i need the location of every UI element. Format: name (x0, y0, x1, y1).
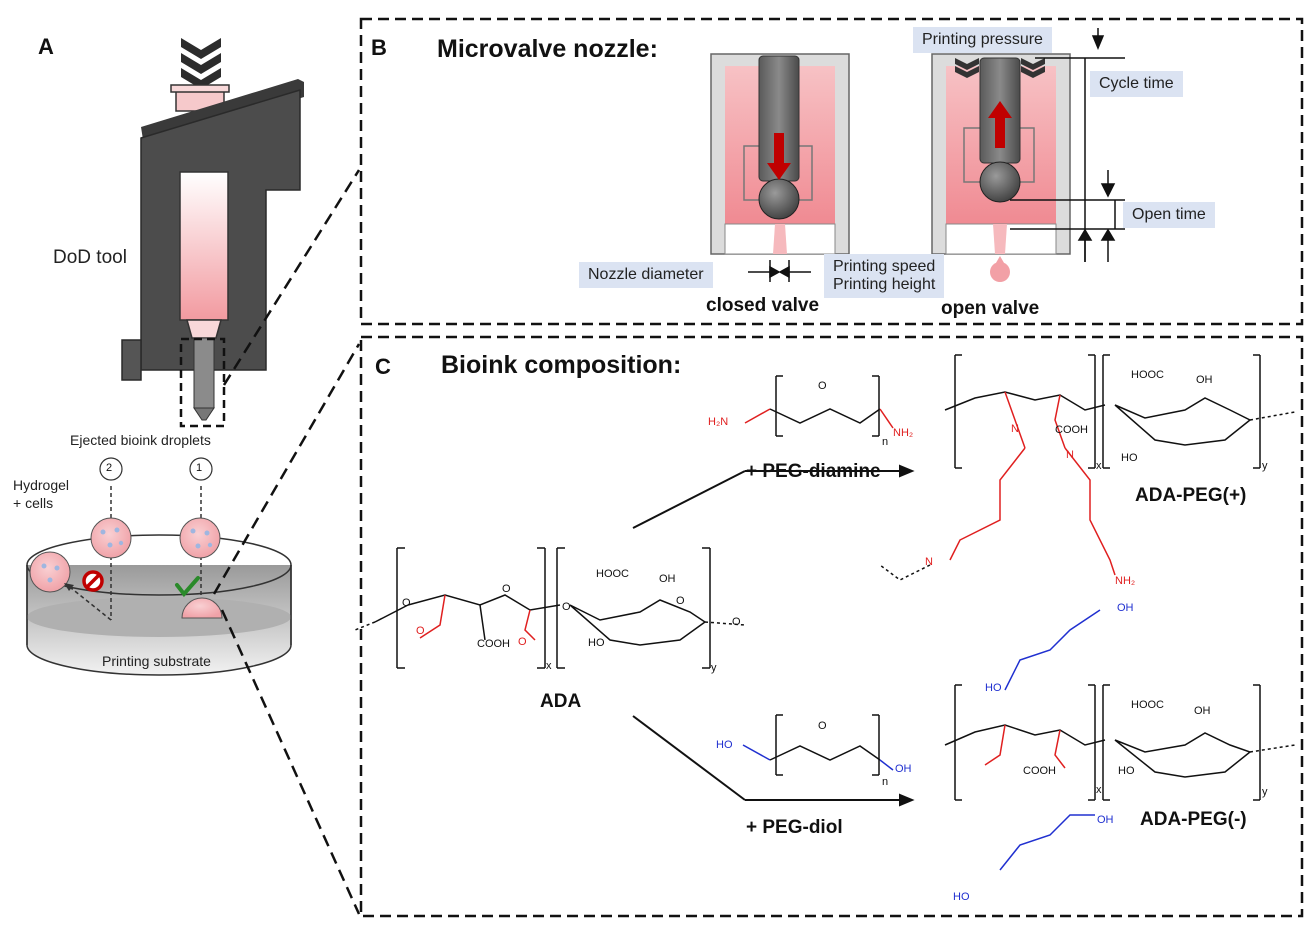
ada-aldehyde-o2-text: O (518, 636, 527, 648)
timing-lines (748, 28, 1125, 282)
closed-valve-label: closed valve (706, 295, 820, 316)
zoom-line-to-c-bottom (220, 609, 361, 915)
ada-aldehyde-o1-text: O (416, 625, 425, 637)
diol-oh-text: OH (895, 763, 912, 775)
peg-diamine-label: + PEG-diamine (746, 461, 881, 482)
droplet-2-number: 2 (106, 462, 113, 474)
up-arrow-icon (988, 101, 1012, 148)
zoom-line-to-c-top (212, 343, 361, 595)
minus-cooh-text: COOH (1023, 765, 1056, 777)
checkmark-icon (175, 576, 200, 598)
plus-imine-n1-text: N (1011, 423, 1019, 435)
peg-n-subscript: n (882, 436, 889, 448)
peg-oxygen-text: O (818, 380, 827, 392)
open-valve-label: open valve (941, 298, 1040, 319)
panel-a-letter: A (38, 34, 54, 59)
ada-peg-plus-label: ADA-PEG(+) (1135, 485, 1247, 506)
ada-oh-text: OH (659, 573, 676, 585)
ada-cooh-text: COOH (477, 638, 510, 650)
deflected-droplet (29, 551, 112, 621)
diol-oxygen-text: O (818, 720, 827, 732)
ada-peg-plus-structure (879, 354, 1296, 581)
plus-cooh-text: COOH (1055, 424, 1088, 436)
plus-y-subscript: y (1262, 460, 1268, 472)
ada-end-o-text: O (732, 616, 741, 628)
ada-ring-o-text: O (676, 595, 685, 607)
minus-ho-bottom-text: HO (953, 891, 970, 903)
down-arrow-icon (767, 133, 791, 180)
panel-b-title: Microvalve nozzle: (437, 35, 658, 63)
plus-oh-text: OH (1196, 374, 1213, 386)
plus-hooc-text: HOOC (1131, 369, 1164, 381)
panel-b-letter: B (371, 35, 387, 60)
peg-diol-label: + PEG-diol (746, 817, 843, 838)
panel-c-frame (359, 335, 1304, 918)
ada-o3-text: O (562, 601, 571, 613)
nozzle-diameter-label: Nozzle diameter (579, 262, 713, 288)
open-time-label: Open time (1123, 202, 1215, 228)
cycle-time-label: Cycle time (1090, 71, 1183, 97)
printing-speed-label: Printing speed (824, 254, 945, 276)
plus-imine-n3-text: N (925, 556, 933, 568)
hydrogel-label: Hydrogel (13, 477, 70, 493)
minus-ho-text: HO (1118, 765, 1135, 777)
diol-n-subscript: n (882, 776, 889, 788)
ada-label: ADA (540, 691, 582, 712)
plus-ho-text: HO (1121, 452, 1138, 464)
plus-x-subscript: x (1096, 460, 1102, 472)
printing-height-label: Printing height (824, 275, 945, 298)
panel-a (26, 38, 361, 915)
minus-x-subscript: x (1096, 784, 1102, 796)
minus-oh-bottom-text: OH (1097, 814, 1114, 826)
printing-pressure-label: Printing pressure (913, 27, 1052, 53)
panel-c-letter: C (375, 354, 391, 379)
open-valve-diagram (931, 53, 1071, 282)
minus-hooc-text: HOOC (1131, 699, 1164, 711)
ada-x-subscript: x (546, 660, 552, 672)
prohibited-icon (82, 570, 104, 592)
dod-tool-body (121, 79, 304, 428)
panel-c-title: Bioink composition: (441, 351, 682, 379)
droplet-2-ejected (90, 457, 132, 620)
ada-hooc-text: HOOC (596, 568, 629, 580)
reaction-arrows (632, 464, 915, 807)
printing-dish (26, 534, 292, 676)
closed-valve-diagram (710, 53, 850, 255)
ada-o2-text: O (502, 583, 511, 595)
minus-oh-top-text: OH (1117, 602, 1134, 614)
plus-imine-n2-text: N (1066, 449, 1074, 461)
zoom-line-to-b (222, 169, 361, 386)
ada-y-subscript: y (711, 662, 717, 674)
ejected-droplets-label: Ejected bioink droplets (70, 432, 211, 448)
droplet-1-ejected (179, 457, 223, 619)
cells-label: + cells (13, 495, 54, 511)
ada-peg-minus-structure (944, 609, 1296, 871)
droplet-1-number: 1 (196, 462, 203, 474)
plus-nh2-text: NH₂ (1115, 575, 1136, 587)
ada-structure (354, 547, 746, 669)
pressure-chevrons-small-icon (955, 58, 1045, 78)
peg-diamine-structure (744, 375, 894, 437)
substrate-label: Printing substrate (102, 653, 211, 669)
amine-h2n-text: H₂N (708, 416, 729, 428)
minus-y-subscript: y (1262, 786, 1268, 798)
minus-oh-text: OH (1194, 705, 1211, 717)
peg-diol-structure (742, 714, 894, 776)
ada-o1-text: O (402, 597, 411, 609)
minus-ho-top-text: HO (985, 682, 1002, 694)
diol-ho-text: HO (716, 739, 733, 751)
pressure-chevrons-icon (181, 38, 221, 89)
dod-tool-label: DoD tool (53, 247, 127, 268)
ada-ho-text: HO (588, 637, 605, 649)
ada-peg-minus-label: ADA-PEG(-) (1140, 809, 1247, 830)
amine-nh2-text: NH₂ (893, 427, 914, 439)
panel-b-frame (359, 17, 1304, 326)
